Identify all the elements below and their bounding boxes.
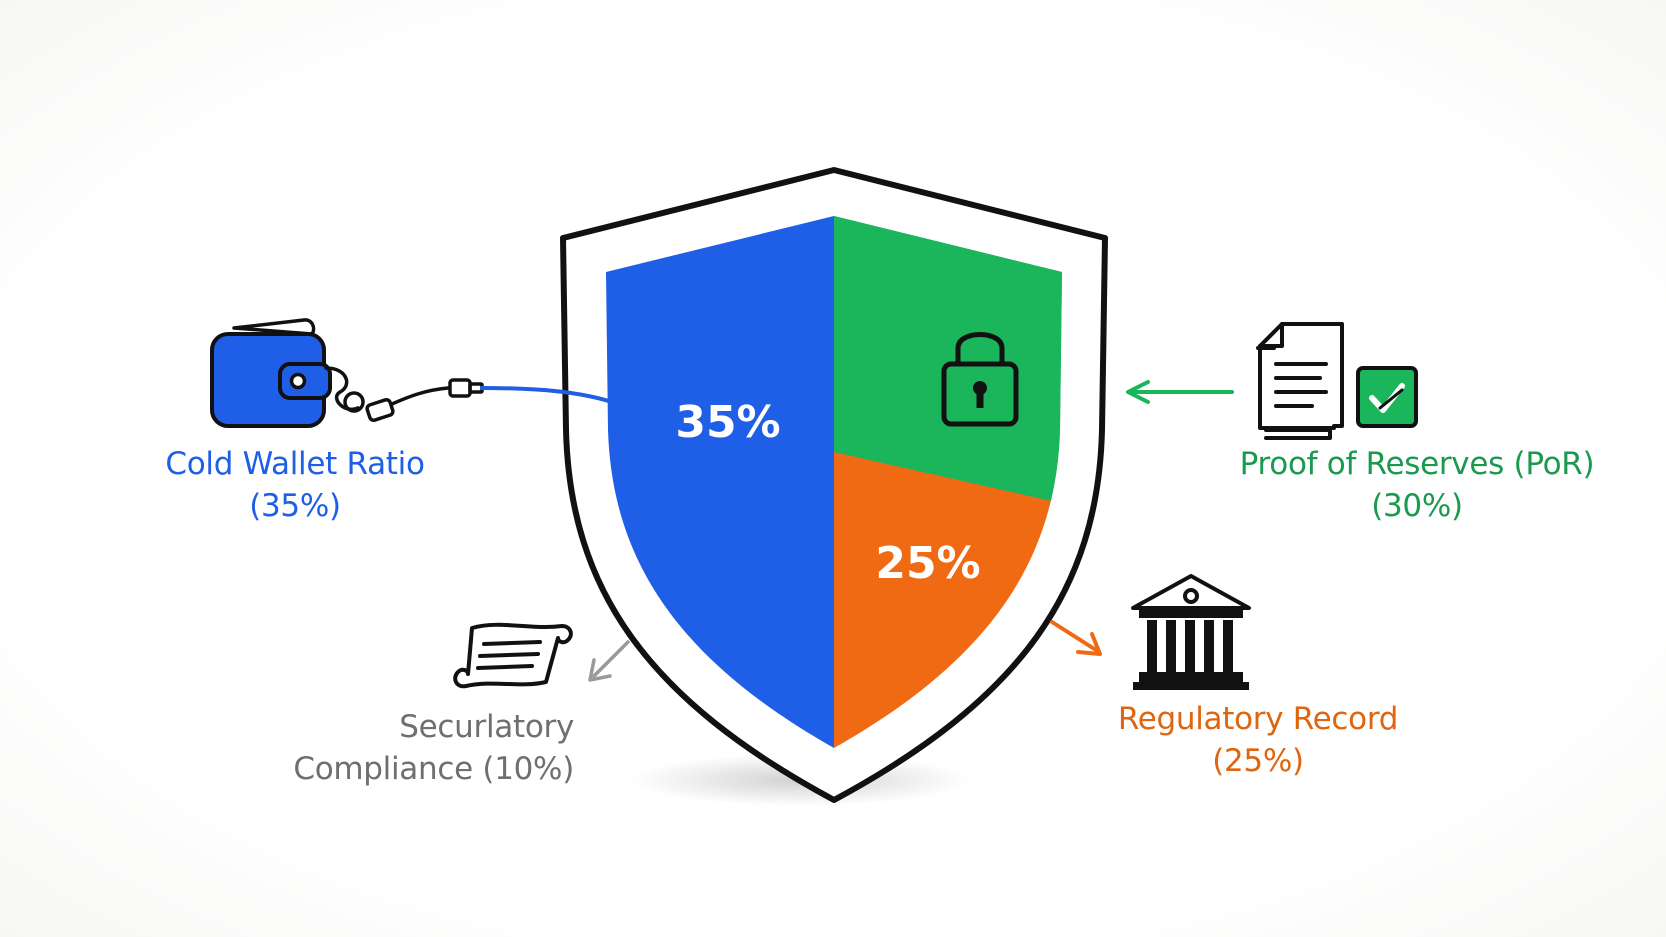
scroll-icon (453, 622, 573, 689)
cold-wallet-pct: (35%) (249, 488, 341, 524)
check-box-icon (1356, 366, 1418, 428)
segment-green-wedge (834, 452, 1062, 506)
securlatory-arrow-line (592, 640, 630, 678)
wallet-icon (210, 318, 332, 428)
proof-of-reserves-arrow-head (1126, 380, 1150, 404)
proof-of-reserves-name: Proof of Reserves (PoR) (1239, 446, 1595, 482)
segment-label-cold-wallet: 35% (675, 397, 780, 448)
cold-wallet-connector-line (480, 386, 614, 404)
securlatory-arrow-head (588, 658, 612, 682)
regulatory-record-arrow-head (1076, 632, 1102, 656)
regulatory-record-name: Regulatory Record (1117, 701, 1399, 737)
document-icon (1256, 322, 1344, 440)
cold-wallet-name: Cold Wallet Ratio (165, 446, 425, 482)
wallet-chain-cable (324, 366, 484, 423)
securlatory-name: Securlatory (399, 709, 574, 745)
proof-of-reserves-pct: (30%) (1371, 488, 1463, 524)
securlatory-pct: Compliance (10%) (293, 751, 574, 787)
callout-proof-of-reserves: Proof of Reserves (PoR) (30%) (1222, 443, 1612, 527)
padlock-icon (941, 332, 1019, 427)
regulatory-record-pct: (25%) (1212, 743, 1304, 779)
callout-securlatory-compliance: Securlatory Compliance (10%) (268, 706, 574, 790)
callout-cold-wallet-ratio: Cold Wallet Ratio (35%) (140, 443, 450, 527)
callout-regulatory-record: Regulatory Record (25%) (1108, 698, 1408, 782)
bank-building-icon (1131, 574, 1251, 690)
regulatory-record-arrow-line (1050, 620, 1098, 652)
segment-label-regulatory-record: 25% (875, 538, 980, 589)
